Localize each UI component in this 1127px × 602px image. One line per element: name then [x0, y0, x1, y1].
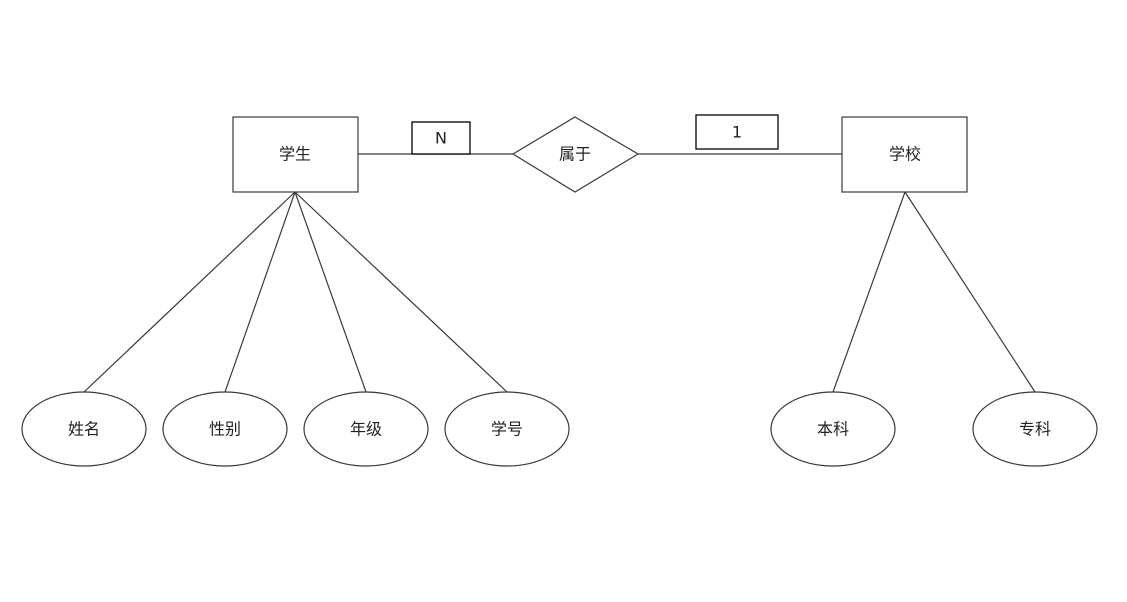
cardinality-student-label: N	[435, 129, 447, 148]
student-name-line	[83, 191, 296, 393]
attribute-gender-label: 性别	[209, 420, 241, 439]
attribute-grade[interactable]: 年级	[303, 391, 429, 467]
attribute-name-label: 姓名	[68, 420, 100, 439]
entity-school[interactable]: 学校	[841, 116, 968, 193]
student-id-line	[294, 191, 508, 393]
attribute-name[interactable]: 姓名	[21, 391, 147, 467]
cardinality-school: 1	[695, 114, 779, 150]
school-undergraduate-line	[832, 191, 906, 393]
student-gender-line	[224, 191, 296, 393]
relationship-label: 属于	[559, 145, 591, 164]
attribute-gender[interactable]: 性别	[162, 391, 288, 467]
attribute-undergraduate-label: 本科	[817, 420, 849, 439]
attribute-grade-label: 年级	[350, 420, 382, 439]
cardinality-student: N	[411, 121, 471, 155]
cardinality-school-label: 1	[732, 123, 742, 142]
entity-school-label: 学校	[889, 145, 921, 164]
relationship-belongs-to[interactable]: 属于	[511, 116, 640, 193]
entity-student-label: 学生	[279, 145, 311, 164]
attribute-student-id-label: 学号	[491, 420, 523, 439]
attribute-junior-college-label: 专科	[1019, 420, 1051, 439]
school-junior-college-line	[904, 191, 1036, 393]
entity-student[interactable]: 学生	[232, 116, 359, 193]
student-grade-line	[294, 191, 367, 393]
attribute-student-id[interactable]: 学号	[444, 391, 570, 467]
attribute-junior-college[interactable]: 专科	[972, 391, 1098, 467]
attribute-undergraduate[interactable]: 本科	[770, 391, 896, 467]
